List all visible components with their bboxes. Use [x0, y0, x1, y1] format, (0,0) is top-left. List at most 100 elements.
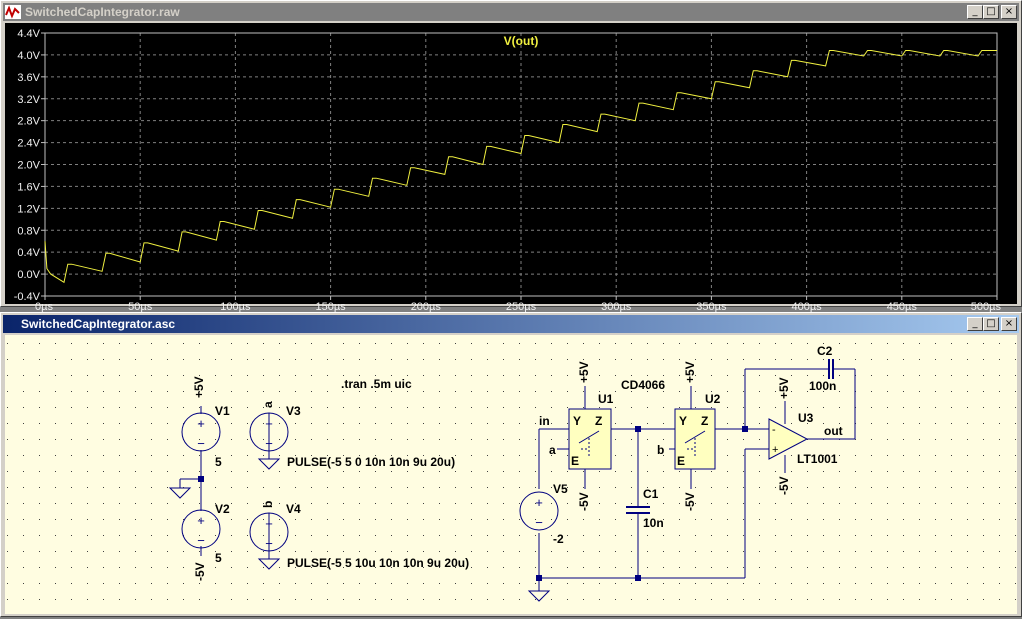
c1-name: C1 [643, 487, 659, 501]
svg-text:+: + [197, 513, 205, 528]
net-label-v3: a [261, 401, 275, 408]
minimize-icon: _ [972, 318, 978, 329]
u2-vss: -5V [683, 492, 697, 511]
u3-plus: + [772, 444, 778, 456]
waveform-app-icon [5, 5, 21, 19]
svg-text:−: − [197, 533, 205, 548]
minimize-icon: _ [972, 6, 978, 17]
junctions [198, 426, 748, 581]
y-tick-label: -0.4V [14, 291, 41, 303]
u2-pin-y: Y [679, 414, 687, 428]
y-tick-label: 0.8V [17, 225, 40, 237]
voltage-source-v4[interactable]: + − b V4 PULSE(-5 5 10u 10n 10n 9u 20u) [249, 501, 469, 570]
close-button[interactable]: × [1001, 5, 1017, 19]
u3-minus: - [772, 424, 776, 436]
series-line-vout [44, 50, 997, 284]
schematic-drawing[interactable]: + − +5V V1 5 + − V2 5 -5V + − a V3 [5, 335, 1019, 614]
net-label-v4: b [261, 501, 275, 508]
voltage-source-v1[interactable]: + − +5V V1 5 [181, 376, 230, 469]
x-tick-label: 200µs [411, 301, 442, 313]
net-label-v1-top: +5V [192, 376, 206, 398]
x-tick-label: 150µs [315, 301, 346, 313]
y-tick-label: 2.4V [17, 138, 40, 150]
svg-text:−: − [197, 436, 205, 451]
v2-value: 5 [215, 551, 222, 565]
u1-pin-e: E [571, 454, 579, 468]
maximize-icon: □ [986, 6, 996, 17]
waveform-window[interactable]: SwitchedCapIntegrator.raw _ □ × -0.4V 0.0… [0, 0, 1022, 313]
svg-text:+: + [265, 516, 273, 531]
x-tick-label: 500µs [971, 301, 1002, 313]
waveform-plot[interactable]: -0.4V0.0V0.4V0.8V1.2V1.6V2.0V2.4V2.8V3.2… [5, 23, 1019, 313]
u2-vdd: +5V [683, 361, 697, 383]
capacitor-c2[interactable]: C2 100n [809, 344, 836, 393]
maximize-icon: □ [986, 318, 996, 329]
svg-text:−: − [265, 436, 273, 451]
y-tick-label: 3.2V [17, 94, 40, 106]
svg-text:−: − [535, 515, 543, 530]
spice-directive[interactable]: .tran .5m uic [341, 377, 412, 391]
u1-ctrl-label: a [549, 443, 556, 457]
v3-name: V3 [286, 404, 301, 418]
x-tick-label: 0µs [35, 301, 53, 313]
minimize-button[interactable]: _ [967, 5, 983, 19]
y-tick-label: 0.0V [17, 269, 40, 281]
y-tick-label: 4.0V [17, 50, 40, 62]
plot-grid [45, 33, 997, 296]
analog-switch-u1[interactable]: Y Z E +5V -5V U1 CD4066 a [549, 361, 665, 511]
v4-value: PULSE(-5 5 10u 10n 10n 9u 20u) [287, 556, 469, 570]
v4-name: V4 [286, 502, 301, 516]
x-tick-label: 250µs [506, 301, 537, 313]
waveform-titlebar[interactable]: SwitchedCapIntegrator.raw _ □ × [3, 3, 1019, 21]
svg-text:−: − [265, 536, 273, 551]
analog-switch-u2[interactable]: Y Z E +5V -5V U2 b [657, 361, 721, 511]
svg-text:+: + [265, 416, 273, 431]
schematic-titlebar[interactable]: SwitchedCapIntegrator.asc _ □ × [3, 315, 1019, 333]
waveform-window-title: SwitchedCapIntegrator.raw [25, 5, 180, 19]
close-icon: × [1004, 318, 1014, 329]
net-label-out: out [824, 424, 843, 438]
u1-pin-z: Z [595, 414, 602, 428]
x-tick-label: 300µs [601, 301, 632, 313]
u1-pin-y: Y [573, 414, 581, 428]
y-tick-label: 0.4V [17, 247, 40, 259]
u1-vdd: +5V [577, 361, 591, 383]
maximize-button[interactable]: □ [983, 317, 999, 331]
c2-value: 100n [809, 379, 836, 393]
wires [179, 368, 856, 591]
ground-symbols [168, 458, 551, 602]
v2-name: V2 [215, 502, 230, 516]
y-tick-label: 3.6V [17, 72, 40, 84]
u2-ctrl-label: b [657, 443, 664, 457]
opamp-u3[interactable]: - + +5V -5V U3 LT1001 [768, 377, 838, 495]
y-tick-label: 1.6V [17, 181, 40, 193]
u1-name: U1 [598, 392, 614, 406]
minimize-button[interactable]: _ [967, 317, 983, 331]
maximize-button[interactable]: □ [983, 5, 999, 19]
trace-label[interactable]: V(out) [504, 34, 539, 48]
schematic-window[interactable]: SwitchedCapIntegrator.asc _ □ × [0, 312, 1022, 617]
u2-name: U2 [705, 392, 721, 406]
x-tick-label: 450µs [887, 301, 918, 313]
close-icon: × [1004, 6, 1014, 17]
schematic-window-title: SwitchedCapIntegrator.asc [21, 317, 176, 331]
c1-value: 10n [643, 516, 664, 530]
u3-name: U3 [798, 411, 814, 425]
y-tick-label: 2.0V [17, 160, 40, 172]
voltage-source-v2[interactable]: + − V2 5 -5V [181, 502, 230, 581]
u1-vss: -5V [577, 492, 591, 511]
grid-dots [5, 335, 1019, 614]
v5-name: V5 [553, 482, 568, 496]
y-axis-ticks: -0.4V0.0V0.4V0.8V1.2V1.6V2.0V2.4V2.8V3.2… [14, 28, 45, 303]
voltage-source-v5[interactable]: + − V5 -2 [519, 482, 568, 546]
u1-part: CD4066 [621, 378, 665, 392]
capacitor-c1[interactable]: C1 10n [626, 487, 664, 530]
schematic-canvas[interactable]: + − +5V V1 5 + − V2 5 -5V + − a V3 [5, 335, 1019, 614]
close-button[interactable]: × [1001, 317, 1017, 331]
u2-pin-z: Z [701, 414, 708, 428]
x-tick-label: 350µs [696, 301, 727, 313]
voltage-source-v3[interactable]: + − a V3 PULSE(-5 5 0 10n 10n 9u 20u) [249, 401, 455, 469]
u3-vpos: +5V [777, 377, 791, 399]
